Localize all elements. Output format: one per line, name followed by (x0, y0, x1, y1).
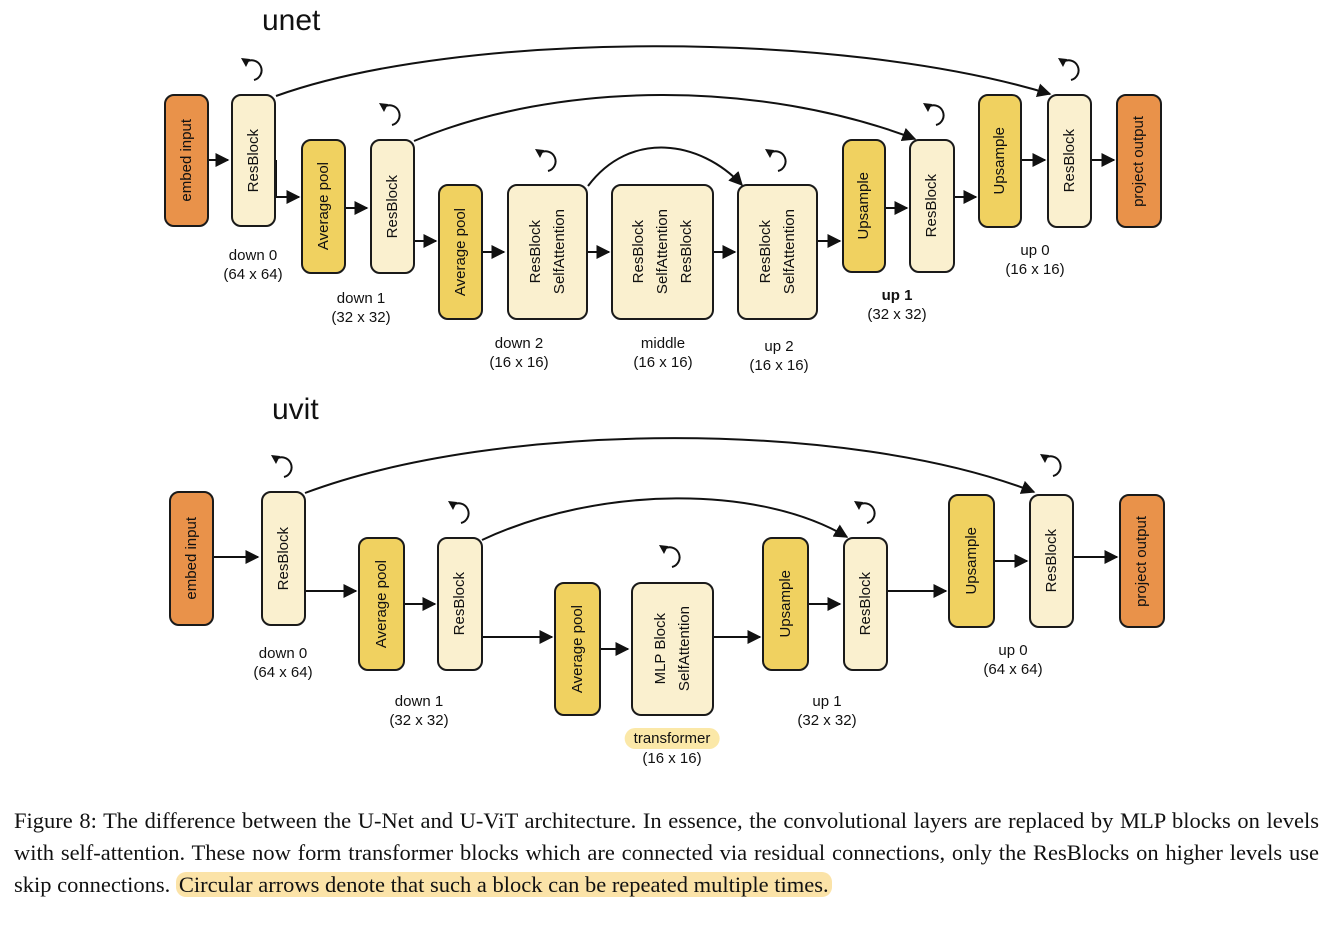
level-size: (16 x 16) (642, 750, 702, 767)
unet-level-down0: down 0 (64 x 64) (223, 246, 282, 284)
block-label: embed input (177, 119, 195, 202)
level-name: up 2 (764, 338, 794, 355)
unet-up2-res-attention-block: ResBlock SelfAttention (737, 184, 818, 320)
uvit-up1-resblock: ResBlock (843, 537, 888, 671)
level-name: up 1 (881, 287, 913, 304)
caption-text: Figure 8: The difference between the U-N… (14, 808, 1319, 897)
level-name: down 1 (336, 290, 386, 307)
block-label: Average pool (568, 604, 586, 694)
level-size: (64 x 64) (223, 266, 283, 283)
block-label: ResBlock (923, 174, 940, 238)
block-label: SelfAttention (550, 209, 568, 295)
unet-level-middle: middle (16 x 16) (633, 334, 692, 372)
caption-highlight: Circular arrows denote that such a block… (175, 872, 832, 897)
uvit-down1-average-pool: Average pool (358, 537, 405, 671)
block-label: ResBlock (629, 220, 647, 284)
block-label: ResBlock (383, 174, 401, 239)
unet-middle-block: ResBlock SelfAttention ResBlock (611, 184, 714, 320)
level-size: (32 x 32) (389, 712, 449, 729)
level-name: up 1 (812, 693, 842, 710)
block-label: SelfAttention (653, 209, 671, 295)
level-name: transformer (624, 728, 720, 749)
level-size: (64 x 64) (253, 664, 313, 681)
uvit-up1-upsample: Upsample (762, 537, 809, 671)
unet-level-up1: up 1 (32 x 32) (867, 286, 926, 324)
block-label: MLP Block (651, 613, 669, 685)
unet-down0-resblock: ResBlock (231, 94, 276, 227)
unet-up0-resblock: ResBlock (1047, 94, 1092, 228)
uvit-level-up0: up 0 (64 x 64) (983, 641, 1042, 679)
level-size: (64 x 64) (983, 661, 1043, 678)
uvit-down1-resblock: ResBlock (437, 537, 483, 671)
uvit-up0-resblock: ResBlock (1029, 494, 1074, 628)
uvit-level-up1: up 1 (32 x 32) (797, 692, 856, 730)
block-label: Upsample (962, 527, 980, 595)
uvit-embed-input-block: embed input (169, 491, 214, 626)
uvit-project-output-block: project output (1119, 494, 1165, 628)
uvit-level-down1: down 1 (32 x 32) (389, 692, 448, 730)
level-size: (16 x 16) (749, 357, 809, 374)
unet-embed-input-block: embed input (164, 94, 209, 227)
block-label: ResBlock (756, 220, 774, 284)
connection-arrows (208, 45, 1119, 656)
level-name: down 0 (228, 247, 278, 264)
block-label: SelfAttention (780, 209, 798, 295)
uvit-down0-resblock: ResBlock (261, 491, 306, 626)
block-label: Upsample (991, 127, 1008, 195)
level-size: (32 x 32) (867, 306, 927, 323)
unet-level-down1: down 1 (32 x 32) (331, 289, 390, 327)
block-label: project output (1133, 515, 1150, 607)
uvit-level-down0: down 0 (64 x 64) (253, 644, 312, 682)
unet-up1-resblock: ResBlock (909, 139, 955, 273)
level-name: up 0 (998, 642, 1028, 659)
block-label: Average pool (451, 207, 469, 297)
unet-up1-upsample: Upsample (842, 139, 886, 273)
unet-down2-res-attention-block: ResBlock SelfAttention (507, 184, 588, 320)
uvit-transformer-block: MLP Block SelfAttention (631, 582, 714, 716)
block-label: ResBlock (1060, 129, 1078, 193)
level-size: (16 x 16) (489, 354, 549, 371)
unet-level-up2: up 2 (16 x 16) (749, 337, 808, 375)
level-size: (16 x 16) (633, 354, 693, 371)
unet-up0-upsample: Upsample (978, 94, 1022, 228)
block-label: ResBlock (274, 526, 292, 591)
level-name: down 0 (258, 645, 308, 662)
block-label: ResBlock (856, 572, 874, 636)
block-label: ResBlock (451, 572, 468, 636)
block-label: Average pool (314, 162, 332, 251)
unet-level-down2: down 2 (16 x 16) (489, 334, 548, 372)
uvit-title: uvit (272, 393, 319, 426)
level-name: up 0 (1020, 242, 1050, 259)
level-name: down 2 (494, 335, 544, 352)
figure-caption: Figure 8: The difference between the U-N… (14, 805, 1319, 901)
unet-down2-average-pool: Average pool (438, 184, 483, 320)
level-size: (32 x 32) (797, 712, 857, 729)
block-label: project output (1130, 115, 1147, 207)
unet-level-up0: up 0 (16 x 16) (1005, 241, 1064, 279)
block-label: Upsample (776, 570, 794, 638)
uvit-transformer-average-pool: Average pool (554, 582, 601, 716)
uvit-level-transformer: transformer (16 x 16) (624, 728, 720, 768)
unet-title: unet (262, 4, 321, 37)
block-label: Upsample (855, 172, 872, 240)
block-label: Average pool (372, 559, 390, 649)
block-label: ResBlock (244, 128, 262, 193)
unet-down1-average-pool: Average pool (301, 139, 346, 274)
block-label: embed input (182, 517, 200, 600)
level-size: (16 x 16) (1005, 261, 1065, 278)
level-size: (32 x 32) (331, 309, 391, 326)
unet-down1-resblock: ResBlock (370, 139, 415, 274)
block-label: ResBlock (526, 220, 544, 284)
level-name: middle (640, 335, 686, 352)
block-label: SelfAttention (675, 606, 693, 692)
block-label: ResBlock (677, 220, 695, 284)
level-name: down 1 (394, 693, 444, 710)
uvit-up0-upsample: Upsample (948, 494, 995, 628)
unet-project-output-block: project output (1116, 94, 1162, 228)
block-label: ResBlock (1042, 529, 1060, 593)
